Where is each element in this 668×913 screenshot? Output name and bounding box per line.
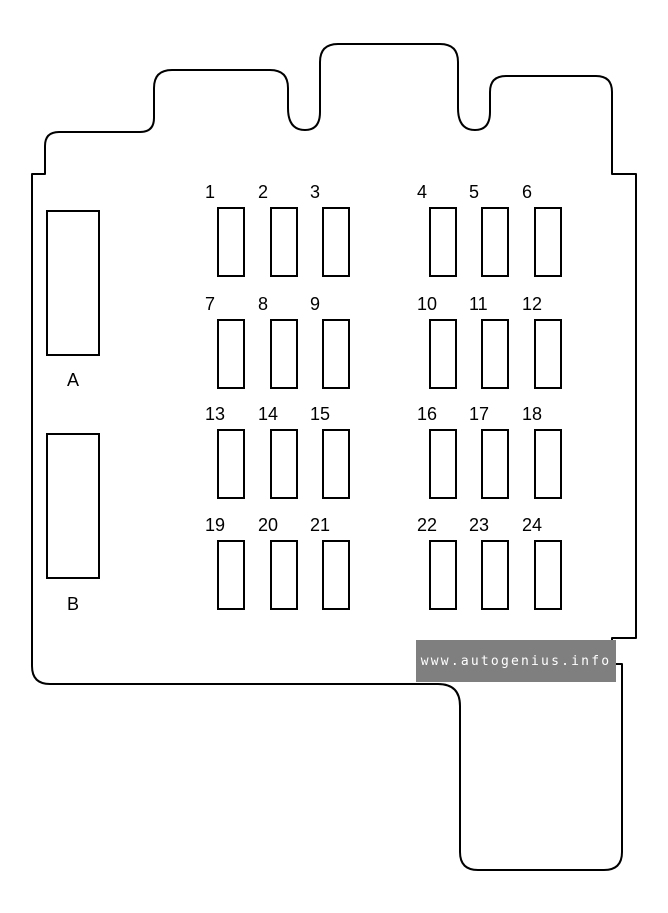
fuse-slot-6 [534,207,562,277]
fuse-label-15: 15 [310,404,330,424]
fuse-label-12: 12 [522,294,542,314]
fuse-slot-19 [217,540,245,610]
fuse-label-1: 1 [205,182,215,202]
fuse-label-6: 6 [522,182,532,202]
relay-a-label: A [67,370,79,390]
fuse-slot-2 [270,207,298,277]
fuse-slot-15 [322,429,350,499]
fuse-label-23: 23 [469,515,489,535]
fuse-slot-20 [270,540,298,610]
fuse-slot-1 [217,207,245,277]
watermark: www.autogenius.info [416,640,616,682]
relay-a-socket [46,210,100,356]
fuse-label-24: 24 [522,515,542,535]
fuse-label-9: 9 [310,294,320,314]
fuse-slot-3 [322,207,350,277]
fuse-label-13: 13 [205,404,225,424]
fuse-label-8: 8 [258,294,268,314]
fuse-slot-8 [270,319,298,389]
fuse-label-21: 21 [310,515,330,535]
fuse-slot-21 [322,540,350,610]
fuse-slot-4 [429,207,457,277]
fuse-slot-24 [534,540,562,610]
fuse-label-11: 11 [469,294,488,314]
fuse-slot-12 [534,319,562,389]
fuse-label-7: 7 [205,294,215,314]
fuse-slot-22 [429,540,457,610]
fuse-label-17: 17 [469,404,489,424]
fuse-slot-7 [217,319,245,389]
fuse-label-22: 22 [417,515,437,535]
fuse-slot-16 [429,429,457,499]
fuse-slot-23 [481,540,509,610]
fuse-label-4: 4 [417,182,427,202]
fuse-label-20: 20 [258,515,278,535]
fuse-label-19: 19 [205,515,225,535]
fuse-slot-18 [534,429,562,499]
fuse-label-3: 3 [310,182,320,202]
fuse-slot-5 [481,207,509,277]
fuse-box-outline [31,43,637,871]
relay-b-socket [46,433,100,579]
fuse-slot-10 [429,319,457,389]
fuse-slot-17 [481,429,509,499]
fuse-label-18: 18 [522,404,542,424]
fuse-slot-13 [217,429,245,499]
fuse-slot-11 [481,319,509,389]
fuse-label-2: 2 [258,182,268,202]
fuse-label-16: 16 [417,404,437,424]
fuse-label-14: 14 [258,404,278,424]
fuse-slot-14 [270,429,298,499]
fuse-slot-9 [322,319,350,389]
relay-b-label: B [67,594,79,614]
fuse-label-10: 10 [417,294,437,314]
fuse-label-5: 5 [469,182,479,202]
